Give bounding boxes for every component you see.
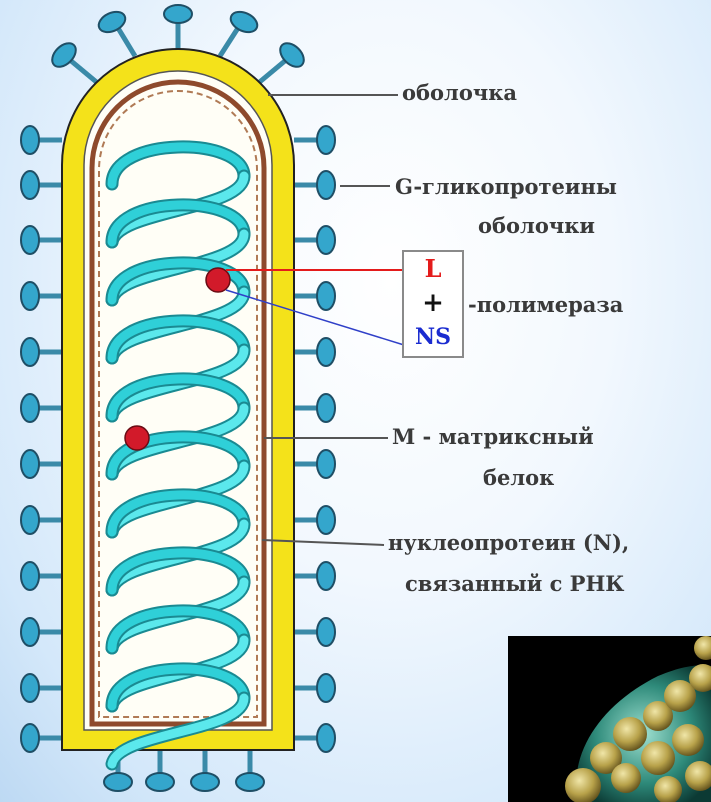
polymerase-dot-upper (206, 268, 230, 292)
electron-micrograph (508, 636, 711, 802)
label-nucleoprotein-line2: связанный с РНК (405, 571, 624, 597)
polymerase-NS: NS (404, 324, 462, 350)
glycoprotein-spike (294, 450, 335, 478)
glycoprotein-spike (294, 674, 335, 702)
glycoprotein-spike (236, 750, 264, 791)
micrograph-image (508, 636, 711, 802)
glycoprotein-spike (21, 338, 62, 366)
label-envelope: оболочка (402, 80, 517, 106)
glycoprotein-spike (96, 8, 135, 56)
glycoprotein-spike (146, 750, 174, 791)
glycoprotein-spike (48, 39, 100, 85)
label-glycoprotein-line1: G-гликопротеины (395, 174, 617, 200)
glycoprotein-spike (220, 8, 260, 56)
glycoprotein-spike (294, 618, 335, 646)
glycoprotein-spike (21, 562, 62, 590)
glycoprotein-spike (21, 126, 62, 154)
glycoprotein-spike (294, 282, 335, 310)
glycoprotein-spike (294, 724, 335, 752)
label-glycoprotein-line2: оболочки (478, 213, 595, 239)
glycoprotein-spike (294, 562, 335, 590)
polymerase-L: L (404, 254, 462, 283)
glycoprotein-spike (21, 171, 62, 199)
glycoprotein-spike (21, 618, 62, 646)
glycoprotein-spike (294, 226, 335, 254)
label-nucleoprotein-line1: нуклеопротеин (N), (388, 530, 629, 556)
label-matrix-line2: белок (483, 465, 554, 491)
glycoprotein-spike (21, 282, 62, 310)
glycoprotein-spike (21, 506, 62, 534)
glycoprotein-spike (21, 226, 62, 254)
label-matrix-line1: M - матриксный (392, 424, 594, 450)
glycoprotein-spike (294, 338, 335, 366)
glycoprotein-spike (294, 126, 335, 154)
glycoprotein-spike (21, 724, 62, 752)
glycoprotein-spike (294, 171, 335, 199)
glycoprotein-spike (164, 5, 192, 50)
glycoprotein-spike (294, 506, 335, 534)
polymerase-dot-lower (125, 426, 149, 450)
label-polymerase: -полимераза (468, 292, 623, 318)
glycoprotein-spike (21, 394, 62, 422)
polymerase-box: L + NS (402, 250, 464, 358)
glycoprotein-spike (191, 750, 219, 791)
glycoprotein-spike (294, 394, 335, 422)
glycoprotein-spike (21, 450, 62, 478)
glycoprotein-spike (256, 39, 308, 85)
polymerase-plus: + (404, 288, 462, 318)
glycoprotein-spike (21, 674, 62, 702)
